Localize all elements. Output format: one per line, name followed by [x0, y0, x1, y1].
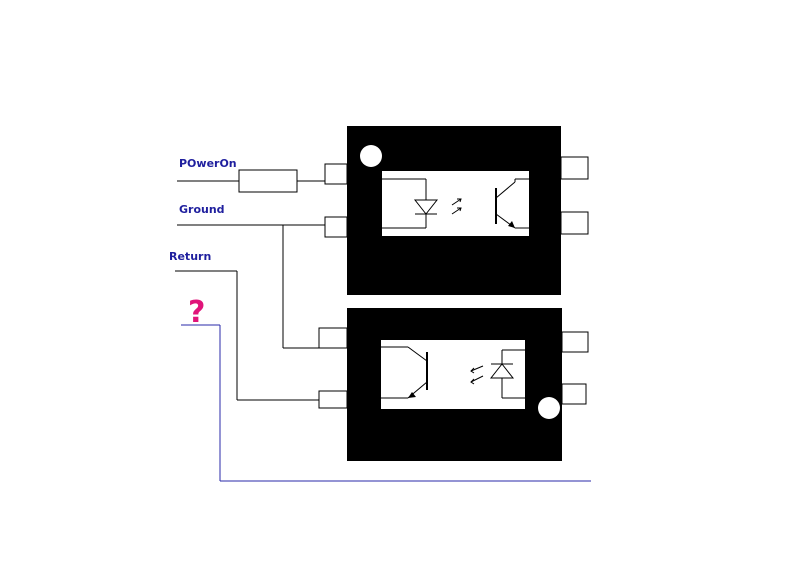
ground-wire [177, 224, 325, 349]
pin-anode [324, 163, 348, 185]
question-mark-icon: ? [188, 295, 205, 330]
resistor [238, 169, 298, 193]
pin-collector [560, 156, 589, 180]
power-on-label: POwerOn [179, 157, 237, 170]
light-arrows-icon [451, 198, 462, 215]
ground-label: Ground [179, 203, 225, 216]
pin1-marker [538, 397, 560, 419]
return-label: Return [169, 250, 211, 263]
phototransistor-icon [495, 178, 529, 229]
pin1-marker [360, 145, 382, 167]
pin-emitter [560, 211, 589, 235]
pin-cathode [324, 216, 348, 238]
light-arrows-icon [470, 365, 484, 385]
optocoupler-bottom [318, 308, 589, 461]
pin-anode [561, 331, 589, 353]
output-led-icon [489, 349, 525, 399]
pin-emitter [318, 390, 348, 409]
return-wire [175, 270, 319, 401]
unknown-connection-wire [181, 324, 591, 482]
input-led-icon [382, 178, 439, 229]
chip-window [382, 171, 529, 236]
optocoupler-top [324, 126, 589, 295]
pin-cathode [561, 383, 587, 405]
phototransistor-icon [381, 346, 428, 399]
pin-collector [318, 327, 348, 349]
